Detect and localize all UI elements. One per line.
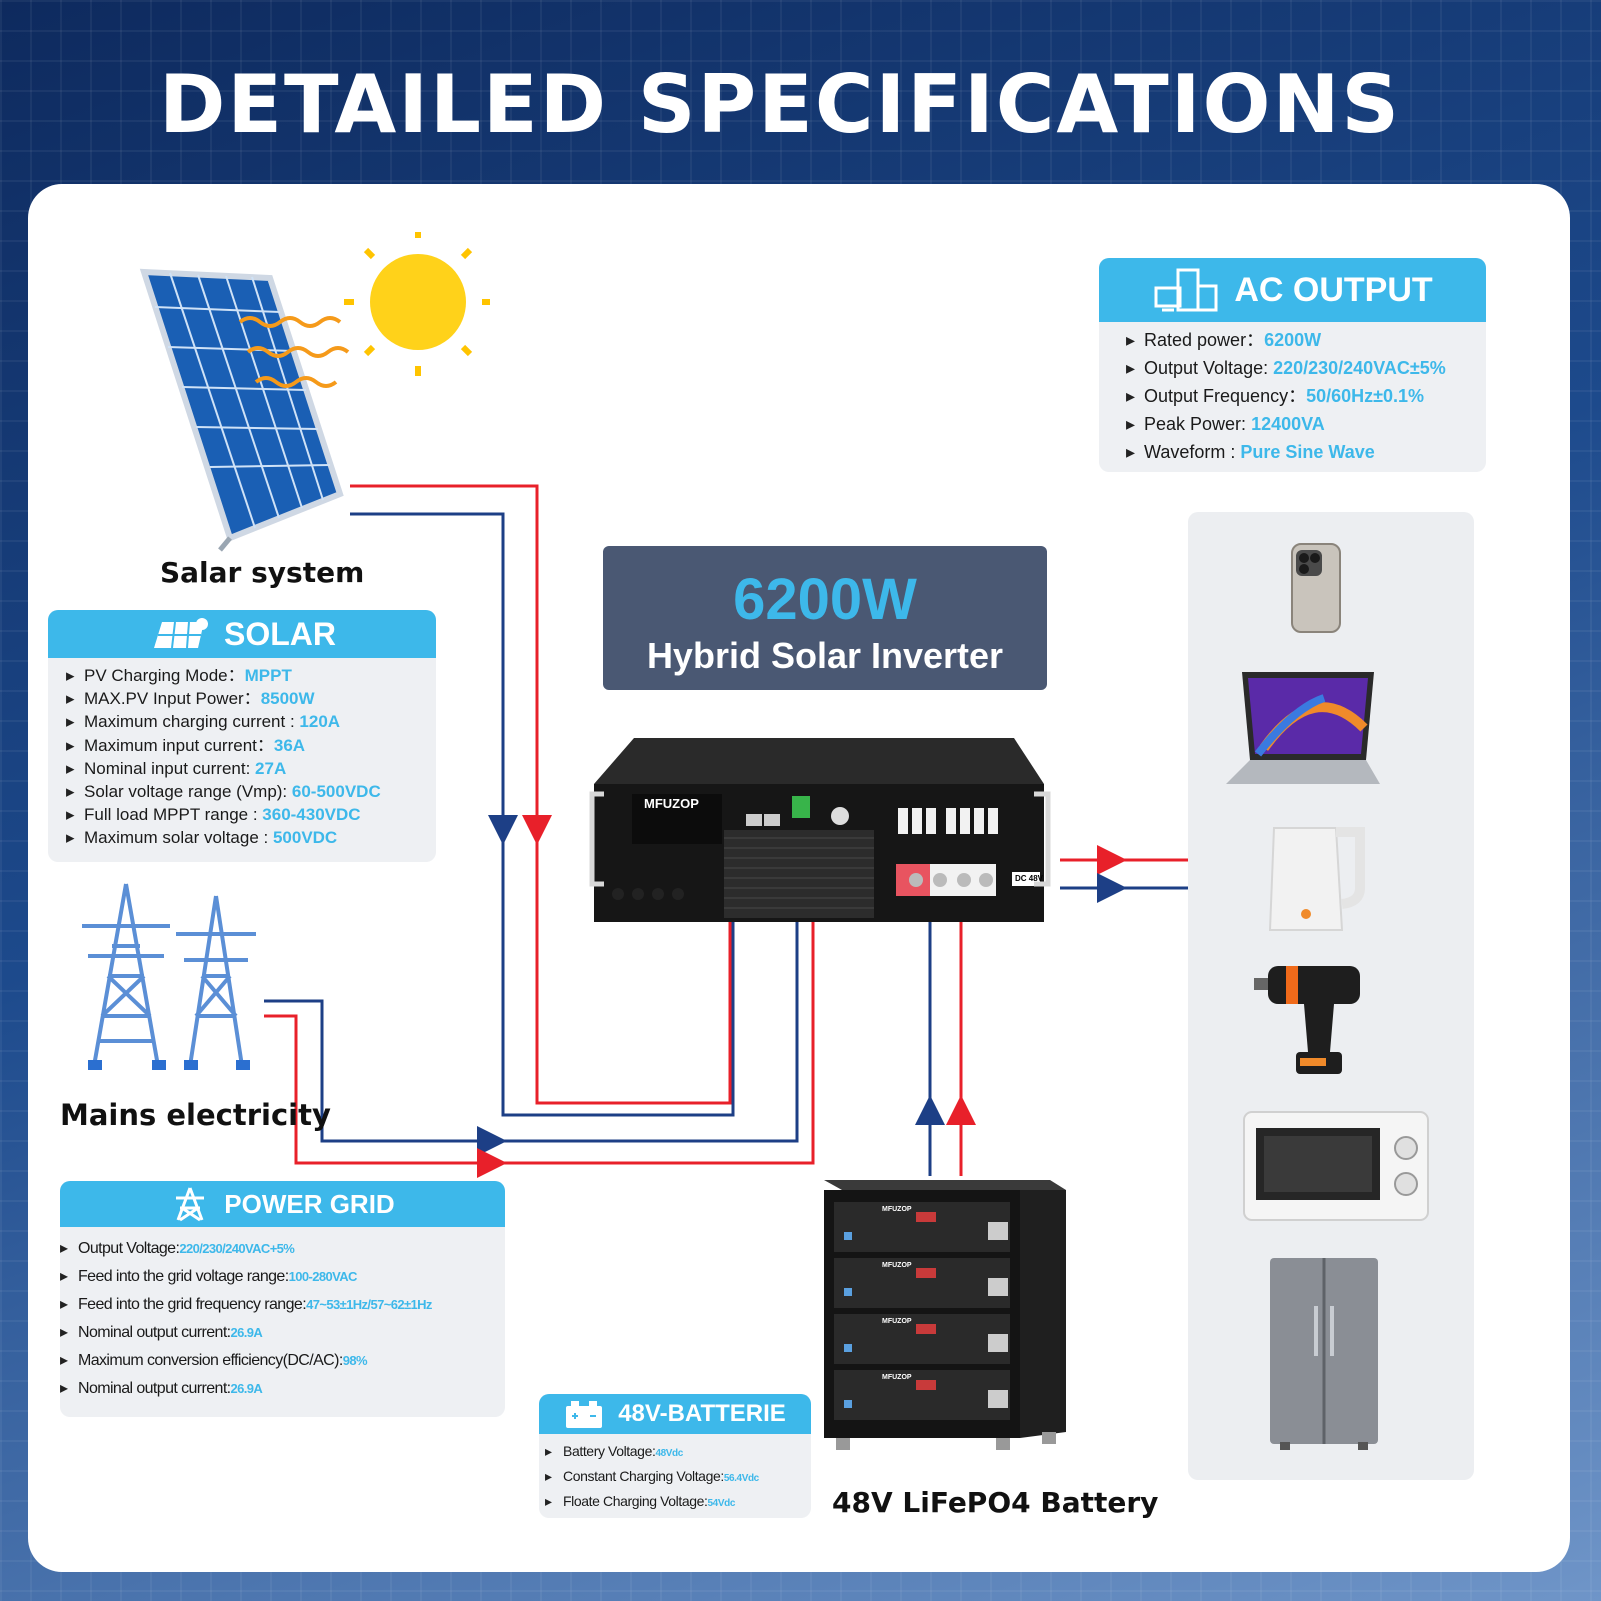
ac-output-spec-header: AC OUTPUT (1099, 258, 1486, 322)
solar-panel-small-icon (154, 618, 208, 649)
power-grid-spec-header: POWER GRID (60, 1181, 505, 1227)
battery-cabinet-body (824, 1180, 1066, 1450)
inverter-power: 6200W (733, 567, 917, 632)
battery-brand-3: MFUZOP (882, 1318, 912, 1325)
solar-spec-item: Full load MPPT range : 360-430VDC (66, 803, 436, 826)
battery-brand-1: MFUZOP (882, 1206, 912, 1213)
solar-spec-item: Maximum charging current : 120A (66, 710, 436, 733)
mains-caption: Mains electricity (60, 1098, 331, 1132)
ac-output-spec-box: AC OUTPUT Rated power：6200W Output Volta… (1099, 258, 1486, 472)
solar-spec-item: Maximum input current：36A (66, 734, 436, 757)
solar-red-wire (350, 484, 732, 1105)
appliances-panel (1188, 512, 1474, 1480)
battery-spec-item: Floate Charging Voltage:54Vdc (545, 1490, 811, 1515)
battery-spec-list: Battery Voltage:48Vdc Constant Charging … (539, 1434, 811, 1515)
fridge-icon (1270, 1258, 1378, 1450)
battery-spec-header: 48V-BATTERIE (539, 1394, 811, 1434)
solar-spec-list: PV Charging Mode：MPPT MAX.PV Input Power… (48, 658, 436, 850)
solar-caption: Salar system (160, 556, 365, 589)
page-title: DETAILED SPECIFICATIONS (158, 58, 1402, 151)
battery-spec-title: 48V-BATTERIE (618, 1400, 786, 1427)
kettle-icon (1268, 827, 1365, 931)
grid-spec-item: Feed into the grid voltage range:100-280… (60, 1263, 505, 1291)
solar-spec-header: SOLAR (48, 610, 436, 658)
solar-spec-box: SOLAR PV Charging Mode：MPPT MAX.PV Input… (48, 610, 436, 862)
laptop-icon (1226, 672, 1380, 784)
battery-brand-4: MFUZOP (882, 1374, 912, 1381)
ac-spec-item: Waveform : Pure Sine Wave (1126, 438, 1486, 466)
solar-spec-item: Nominal input current: 27A (66, 757, 436, 780)
solar-spec-title: SOLAR (224, 615, 336, 652)
inverter-name: Hybrid Solar Inverter (646, 635, 1004, 676)
grid-tower-small-icon (176, 1187, 205, 1222)
grid-spec-item: Maximum conversion efficiency(DC/AC):98% (60, 1347, 505, 1375)
solar-spec-item: PV Charging Mode：MPPT (66, 664, 436, 687)
solar-panel-icon (139, 232, 490, 552)
grid-spec-item: Feed into the grid frequency range:47~53… (60, 1291, 505, 1319)
solar-spec-item: MAX.PV Input Power：8500W (66, 687, 436, 710)
battery-caption: 48V LiFePO4 Battery (832, 1486, 1159, 1519)
dc-tag: DC 48V (1015, 874, 1044, 883)
battery-spec-item: Battery Voltage:48Vdc (545, 1440, 811, 1465)
battery-spec-box: 48V-BATTERIE Battery Voltage:48Vdc Const… (539, 1394, 811, 1518)
inverter-label: 6200W Hybrid Solar Inverter (603, 546, 1047, 690)
solar-blue-wire (350, 512, 735, 1117)
power-grid-spec-title: POWER GRID (224, 1188, 395, 1219)
inverter-body (589, 738, 1051, 922)
appliance-group-icon (1154, 268, 1218, 312)
battery-icon (566, 1401, 603, 1428)
grid-spec-item: Nominal output current:26.9A (60, 1375, 505, 1403)
ac-spec-item: Output Voltage: 220/230/240VAC±5% (1126, 354, 1486, 382)
battery-brand-2: MFUZOP (882, 1262, 912, 1269)
grid-spec-item: Nominal output current:26.9A (60, 1319, 505, 1347)
inverter-unit: MFUZOP DC 48V (574, 734, 1066, 924)
grid-red-wire (264, 922, 815, 1165)
ac-spec-item: Rated power：6200W (1126, 326, 1486, 354)
solar-spec-item: Maximum solar voltage : 500VDC (66, 826, 436, 849)
ac-output-spec-list: Rated power：6200W Output Voltage: 220/23… (1099, 322, 1486, 466)
inverter-brand: MFUZOP (644, 796, 699, 811)
ac-output-spec-title: AC OUTPUT (1234, 270, 1433, 309)
grid-blue-wire (264, 922, 799, 1143)
power-grid-spec-list: Output Voltage:220/230/240VAC+5% Feed in… (60, 1227, 505, 1403)
battery-spec-item: Constant Charging Voltage:56.4Vdc (545, 1465, 811, 1490)
sun-icon (344, 232, 490, 376)
power-grid-spec-box: POWER GRID Output Voltage:220/230/240VAC… (60, 1181, 505, 1417)
drill-icon (1254, 966, 1360, 1074)
battery-cabinet: MFUZOP MFUZOP MFUZOP MFUZOP (820, 1176, 1068, 1452)
oven-icon (1243, 1111, 1429, 1221)
grid-spec-item: Output Voltage:220/230/240VAC+5% (60, 1235, 505, 1263)
ac-spec-item: Peak Power: 12400VA (1126, 410, 1486, 438)
power-tower-icon (82, 883, 256, 1070)
solar-spec-item: Solar voltage range (Vmp): 60-500VDC (66, 780, 436, 803)
phone-icon (1291, 543, 1341, 633)
ac-spec-item: Output Frequency：50/60Hz±0.1% (1126, 382, 1486, 410)
